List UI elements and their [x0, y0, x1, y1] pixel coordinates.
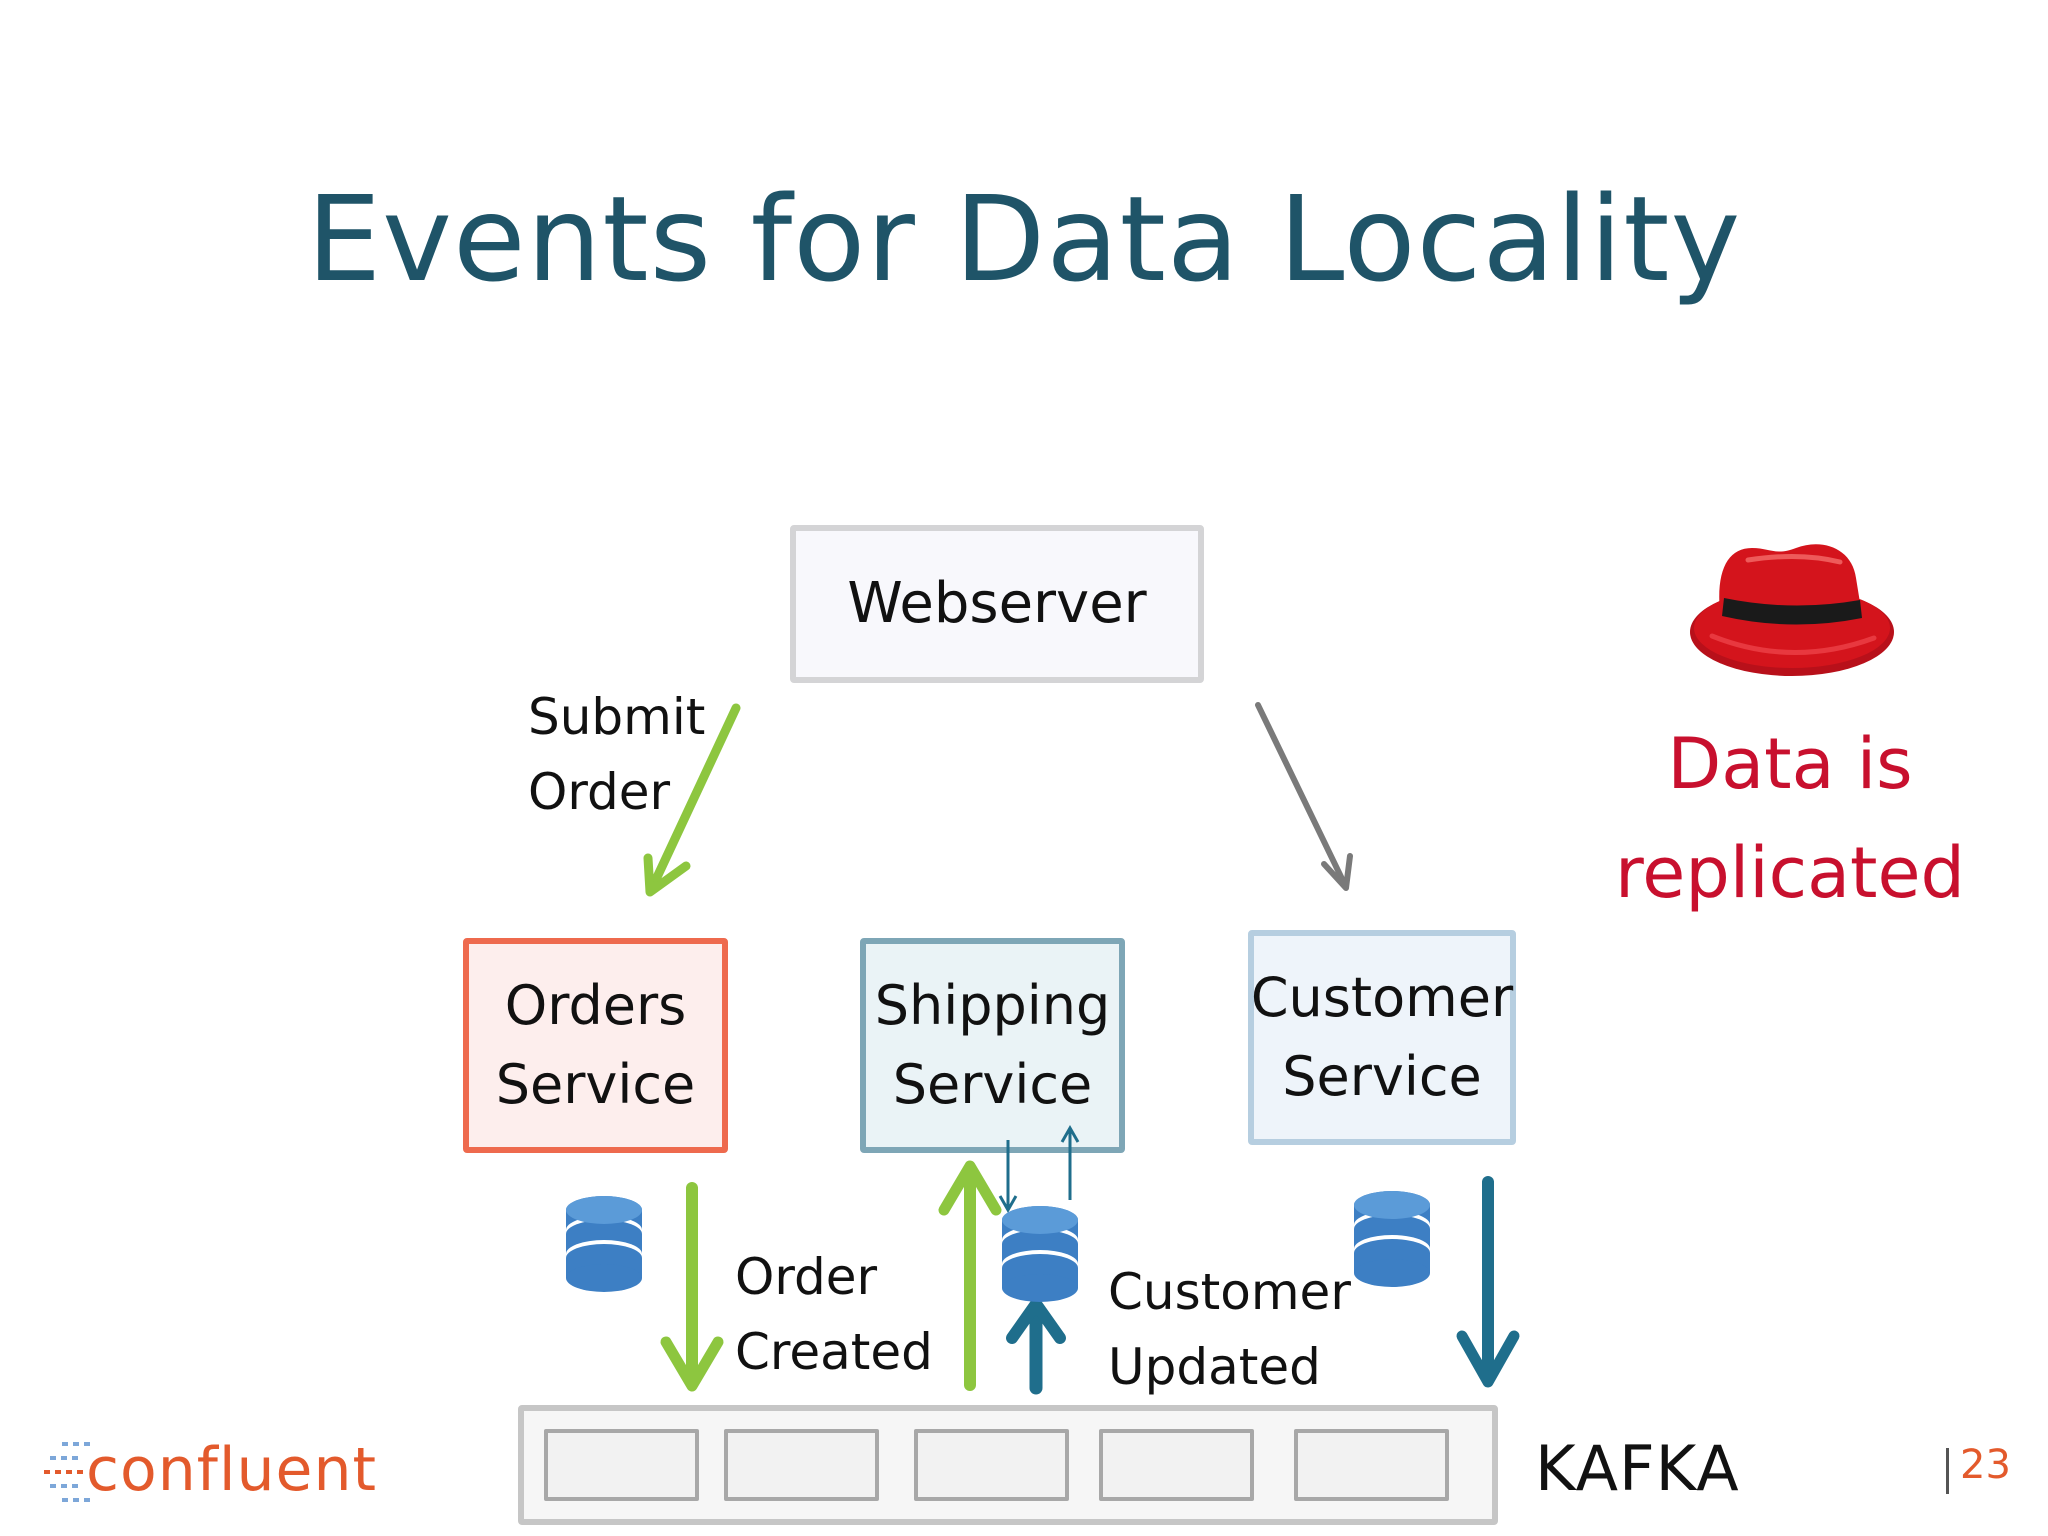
webserver-node: Webserver	[790, 525, 1204, 683]
customer-updated-label-line2: Updated	[1108, 1338, 1321, 1396]
order-created-label: Order Created	[735, 1240, 933, 1390]
kafka-partition-cell	[914, 1429, 1069, 1501]
customer-updated-label: Customer Updated	[1108, 1255, 1351, 1405]
order-created-arrow	[660, 1182, 724, 1392]
submit-order-arrow	[643, 703, 741, 897]
webserver-label: Webserver	[847, 571, 1147, 637]
kafka-partition-cell	[724, 1429, 879, 1501]
confluent-logo: confluent	[40, 1430, 377, 1510]
page-number-text: 23	[1960, 1442, 2011, 1488]
kafka-log	[518, 1405, 1498, 1525]
shipping-db-read-write-arrows	[998, 1124, 1080, 1214]
page-number: 23	[1940, 1442, 2011, 1488]
confluent-logo-mark	[44, 1442, 92, 1502]
order-created-consume-arrow	[938, 1160, 1002, 1391]
customer-service-node: Customer Service	[1248, 930, 1516, 1145]
kafka-partition-cell	[544, 1429, 699, 1501]
order-created-label-line1: Order	[735, 1248, 878, 1306]
customer-updated-arrow	[1456, 1176, 1520, 1388]
replication-note-line1: Data is	[1667, 723, 1913, 805]
orders-service-node: Orders Service	[463, 938, 728, 1153]
page-number-separator	[1946, 1448, 1949, 1494]
orders-service-label-line2: Service	[495, 1052, 696, 1116]
slide-title: Events for Data Locality	[306, 170, 1742, 308]
order-created-label-line2: Created	[735, 1323, 933, 1381]
database-icon	[566, 1196, 642, 1292]
kafka-label: KAFKA	[1535, 1432, 1740, 1505]
submit-order-label-line1: Submit	[528, 688, 706, 746]
shipping-service-node: Shipping Service	[860, 938, 1125, 1153]
customer-service-label-line2: Service	[1282, 1044, 1482, 1108]
confluent-logo-text: confluent	[86, 1435, 378, 1505]
kafka-partition-cell	[1294, 1429, 1449, 1501]
database-icon	[1002, 1206, 1078, 1302]
shipping-service-label-line1: Shipping	[874, 974, 1111, 1038]
submit-order-label-line2: Order	[528, 763, 671, 821]
shipping-service-label-line2: Service	[892, 1052, 1093, 1116]
orders-service-label-line1: Orders	[504, 974, 687, 1038]
webserver-to-customer-arrow	[1255, 702, 1353, 891]
submit-order-label: Submit Order	[528, 680, 705, 830]
database-icon	[1354, 1191, 1430, 1287]
replication-note-line2: replicated	[1615, 831, 1965, 914]
replication-note: Data is replicated	[1580, 710, 2000, 927]
customer-service-label-line1: Customer	[1250, 966, 1514, 1030]
kafka-partition-cell	[1099, 1429, 1254, 1501]
red-hat-icon	[1690, 544, 1894, 676]
customer-updated-consume-arrow	[1006, 1298, 1066, 1395]
confluent-logo-spacer	[40, 1434, 82, 1506]
customer-updated-label-line1: Customer	[1108, 1263, 1351, 1321]
